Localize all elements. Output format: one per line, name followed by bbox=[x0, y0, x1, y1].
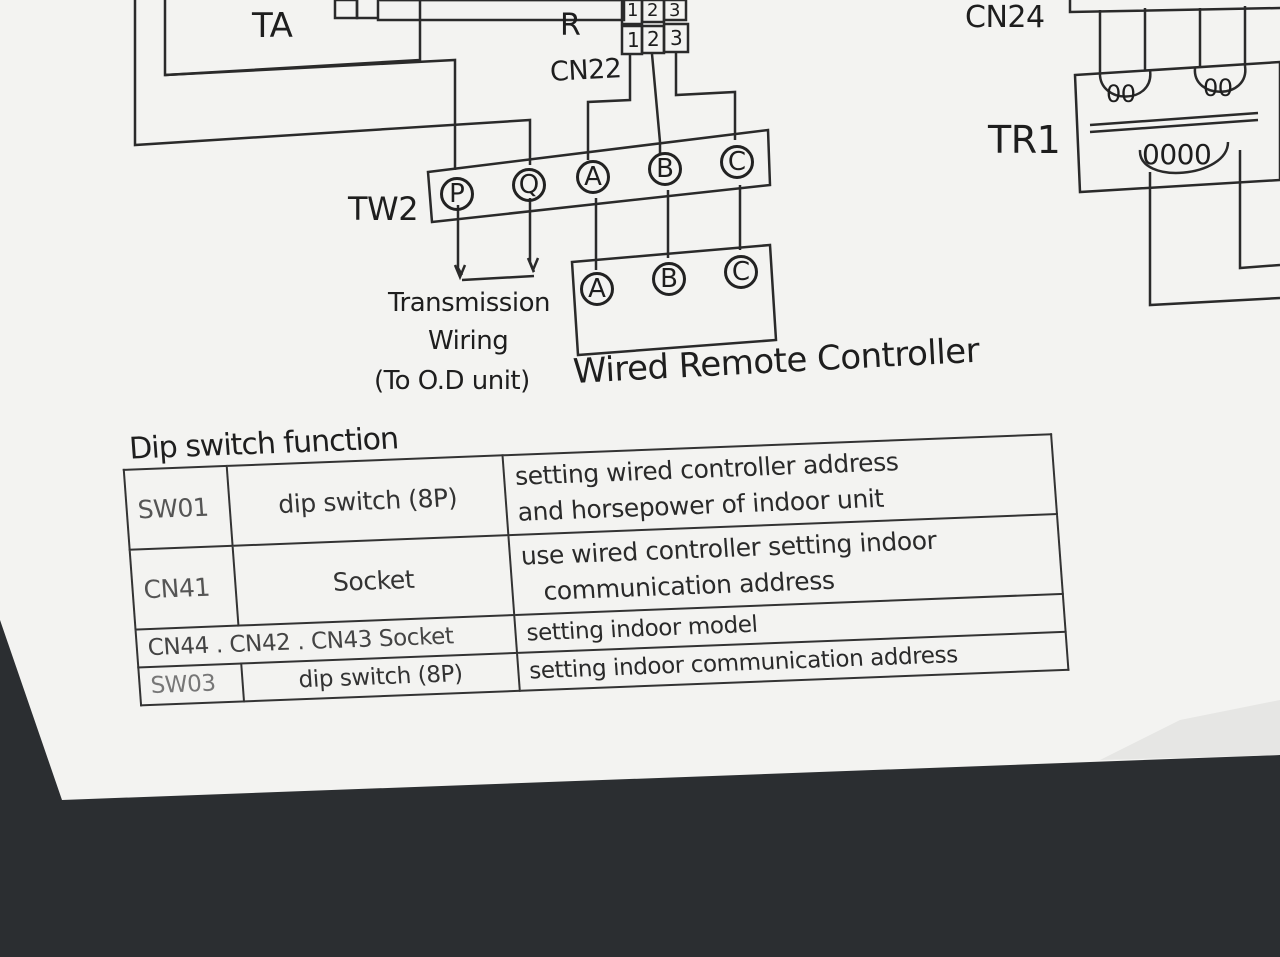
coil-label-bottom: 0000 bbox=[1142, 138, 1212, 171]
tw2-terminal-p: P bbox=[440, 177, 474, 211]
tw2-terminal-b: B bbox=[648, 152, 682, 186]
cn22-pin-top-2: 2 bbox=[647, 0, 658, 21]
row-code: SW03 bbox=[138, 663, 245, 706]
row-code: CN41 bbox=[129, 545, 239, 630]
transmission-label-line3: (To O.D unit) bbox=[374, 366, 530, 396]
controller-terminal-c: C bbox=[724, 255, 758, 289]
tw2-terminal-c: C bbox=[720, 145, 754, 179]
controller-terminal-b: B bbox=[652, 262, 686, 296]
cn22-pin-bottom-2: 2 bbox=[647, 27, 660, 51]
dip-switch-grid: SW01 dip switch (8P) setting wired contr… bbox=[123, 433, 1070, 706]
r-label: R bbox=[560, 8, 581, 43]
coil-label-left: 00 bbox=[1106, 80, 1136, 108]
cn22-pin-top-1: 1 bbox=[627, 0, 638, 21]
cn22-pin-bottom-1: 1 bbox=[627, 28, 640, 52]
row-type: dip switch (8P) bbox=[227, 455, 509, 546]
cn24-label: CN24 bbox=[965, 0, 1045, 35]
tw2-label: TW2 bbox=[348, 190, 419, 228]
cn22-pin-top-3: 3 bbox=[669, 0, 680, 21]
controller-terminal-a: A bbox=[580, 272, 614, 306]
transmission-label-line2: Wiring bbox=[428, 326, 509, 356]
ta-label: TA bbox=[252, 6, 293, 46]
row-type: Socket bbox=[232, 535, 515, 626]
coil-label-right: 00 bbox=[1203, 74, 1233, 102]
cn22-pin-bottom-3: 3 bbox=[670, 26, 683, 50]
dip-switch-table: Dip switch function SW01 dip switch (8P)… bbox=[120, 395, 1099, 706]
tw2-terminal-q: Q bbox=[512, 168, 546, 202]
cn22-label: CN22 bbox=[549, 53, 623, 88]
tw2-terminal-a: A bbox=[576, 160, 610, 194]
transmission-label-line1: Transmission bbox=[388, 288, 550, 318]
row-code: SW01 bbox=[123, 465, 233, 550]
tr1-label: TR1 bbox=[988, 118, 1061, 162]
